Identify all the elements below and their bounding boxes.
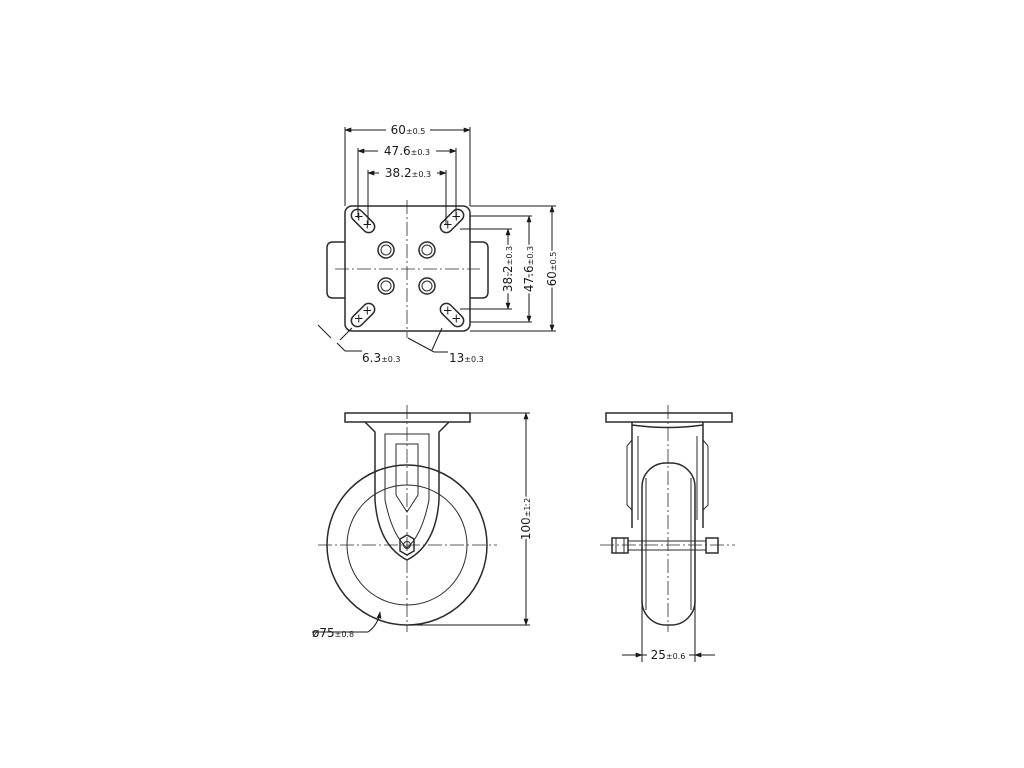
dim-height-100: 100±1.2 <box>410 412 535 626</box>
svg-text:+: + <box>443 218 453 232</box>
slot-bottom-left: + + <box>350 302 376 328</box>
side-axle <box>611 537 719 554</box>
front-axle-nut <box>399 534 415 556</box>
front-top-plate <box>344 412 471 423</box>
svg-text:47.6±0.3: 47.6±0.3 <box>384 144 430 158</box>
svg-text:6.3±0.3: 6.3±0.3 <box>362 351 401 365</box>
svg-text:+: + <box>443 303 453 317</box>
dim-wheel-width: 25±0.6 <box>622 600 715 662</box>
side-view: 25±0.6 <box>600 405 735 662</box>
svg-text:60±0.5: 60±0.5 <box>545 252 559 287</box>
hole-top-right <box>418 241 436 259</box>
svg-text:+: + <box>451 312 461 326</box>
svg-text:100±1.2: 100±1.2 <box>519 498 533 540</box>
left-bracket-tab <box>326 241 345 299</box>
hole-bottom-right <box>418 277 436 295</box>
dim-height-60: 60±0.5 <box>470 205 561 332</box>
right-bracket-tab <box>470 241 489 299</box>
side-top-plate <box>605 412 733 423</box>
dim-width-38.2: 38.2±0.3 <box>367 165 447 224</box>
svg-text:+: + <box>354 209 364 223</box>
svg-text:13±0.3: 13±0.3 <box>449 351 484 365</box>
front-view: 100±1.2 ø75±0.8 <box>312 405 535 640</box>
svg-text:60±0.5: 60±0.5 <box>391 123 426 137</box>
svg-text:+: + <box>362 218 372 232</box>
side-wheel <box>641 462 696 626</box>
mounting-plate <box>344 205 471 332</box>
svg-text:47.6±0.3: 47.6±0.3 <box>522 246 536 292</box>
dim-height-47.6: 47.6±0.3 <box>470 215 538 323</box>
dim-slot-length: 13±0.3 <box>407 327 484 365</box>
svg-text:25±0.6: 25±0.6 <box>651 648 686 662</box>
slot-top-right: + + <box>439 208 465 234</box>
dim-slot-width: 6.3±0.3 <box>317 324 401 365</box>
svg-text:38.2±0.3: 38.2±0.3 <box>501 246 515 292</box>
svg-text:38.2±0.3: 38.2±0.3 <box>385 166 431 180</box>
svg-text:+: + <box>354 312 364 326</box>
hole-top-left <box>377 241 395 259</box>
dim-wheel-diameter: ø75±0.8 <box>312 611 382 640</box>
svg-text:+: + <box>362 303 372 317</box>
slot-bottom-right: + + <box>439 302 465 328</box>
dim-width-60: 60±0.5 <box>344 122 471 206</box>
slot-top-left: + + <box>350 208 376 234</box>
fork-slot <box>395 443 419 513</box>
dim-width-47.6: 47.6±0.3 <box>357 143 457 218</box>
hole-bottom-left <box>377 277 395 295</box>
top-view: + + + + + + + + 60±0.5 <box>317 122 561 365</box>
svg-text:ø75±0.8: ø75±0.8 <box>312 626 354 640</box>
dim-height-38.2: 38.2±0.3 <box>460 228 517 310</box>
